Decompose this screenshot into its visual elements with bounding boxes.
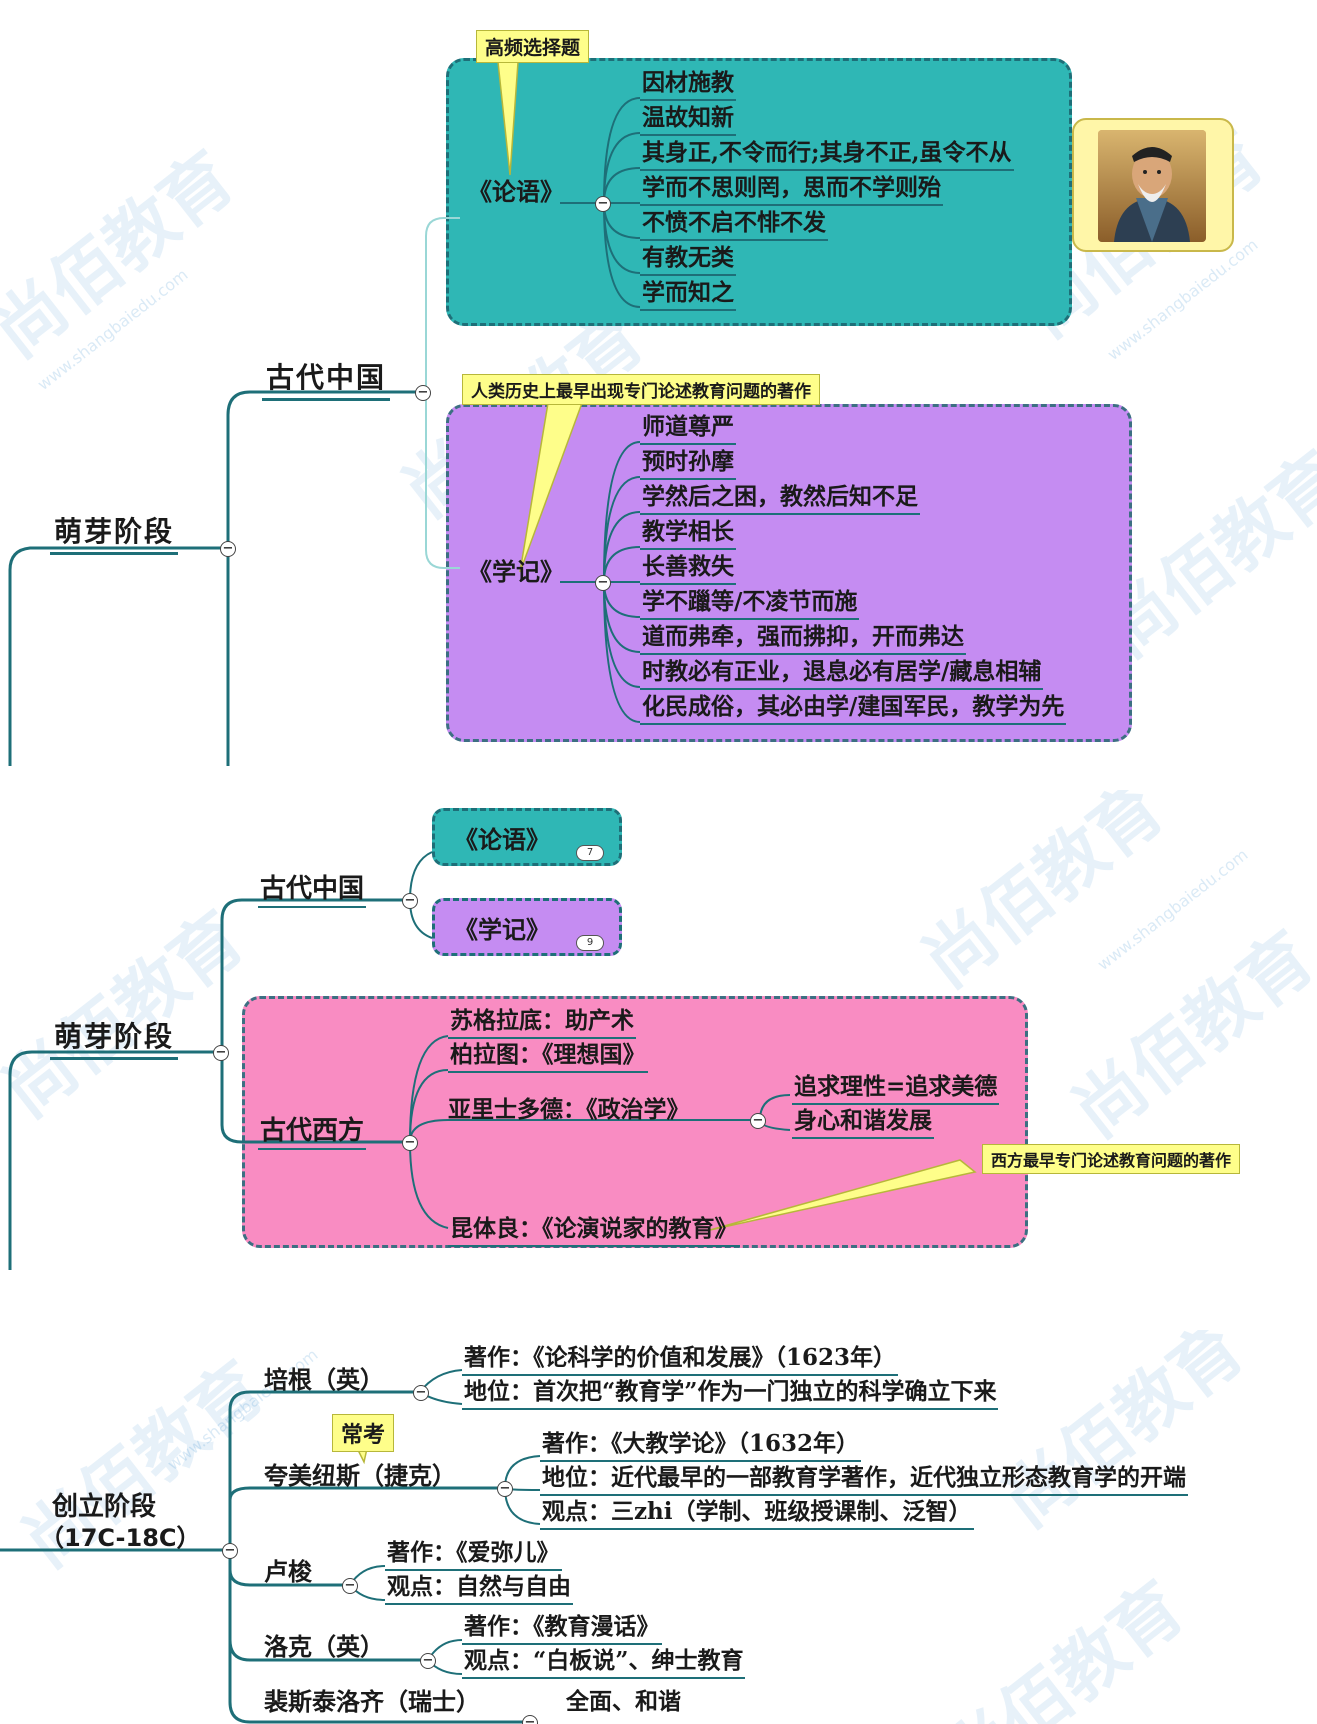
- node-rousseau: 卢梭: [264, 1557, 312, 1586]
- collapse-icon[interactable]: −: [415, 385, 431, 401]
- xueji-item: 学然后之困，教然后知不足: [640, 482, 920, 515]
- comenius-item: 观点：三zhi（学制、班级授课制、泛智）: [540, 1497, 974, 1530]
- lunyu-title: 《论语》: [468, 177, 564, 206]
- collapse-icon[interactable]: −: [222, 1543, 238, 1559]
- confucius-portrait: [1072, 118, 1234, 252]
- west-callout: 西方最早专门论述教育问题的著作: [982, 1144, 1241, 1174]
- bacon-item: 著作：《论科学的价值和发展》（1623年）: [462, 1343, 899, 1376]
- west-item-aristotle: 亚里士多德：《政治学》: [448, 1096, 690, 1123]
- comenius-item: 著作：《大教学论》（1632年）: [540, 1429, 862, 1462]
- locke-item: 观点：“白板说”、绅士教育: [462, 1646, 746, 1679]
- bacon-item: 地位：首次把“教育学”作为一门独立的科学确立下来: [462, 1377, 999, 1410]
- collapse-icon[interactable]: −: [750, 1113, 766, 1129]
- node-bacon: 培根（英）: [264, 1365, 384, 1394]
- xueji-item: 化民成俗，其必由学/建国军民，教学为先: [640, 692, 1067, 725]
- count-badge[interactable]: 9: [576, 935, 604, 951]
- aristotle-item: 身心和谐发展: [792, 1106, 934, 1139]
- branch-ancient-china: 古代中国: [262, 356, 391, 401]
- collapse-icon[interactable]: −: [595, 196, 611, 212]
- collapse-icon[interactable]: −: [595, 575, 611, 591]
- collapse-icon[interactable]: −: [220, 541, 236, 557]
- rousseau-item: 观点：自然与自由: [385, 1572, 573, 1605]
- section-2-mindmap: 尚佰教育 尚佰教育 尚佰教育 www.shangbaiedu.com 萌芽阶段 …: [0, 790, 1317, 1270]
- connector-lines: [8, 851, 977, 1270]
- lunyu-item: 其身正,不令而行;其身不正,虽令不从: [640, 138, 1014, 171]
- lunyu-collapsed-title[interactable]: 《论语》: [454, 825, 550, 854]
- xueji-collapsed-title[interactable]: 《学记》: [454, 915, 550, 944]
- collapse-icon[interactable]: −: [420, 1653, 436, 1669]
- section-1-mindmap: 尚佰教育 尚佰教育 尚佰教育 尚佰教育 www.shangbaiedu.com …: [0, 0, 1317, 766]
- xueji-item: 道而弗牵，强而拂抑，开而弗达: [640, 622, 966, 655]
- pestalozzi-item: 全面、和谐: [566, 1688, 681, 1715]
- branch-ancient-west: 古代西方: [258, 1110, 367, 1150]
- collapse-icon[interactable]: −: [522, 1715, 538, 1724]
- lunyu-box: [446, 58, 1072, 326]
- collapse-icon[interactable]: −: [342, 1578, 358, 1594]
- west-item-plato: 柏拉图：《理想国》: [448, 1040, 648, 1073]
- confucius-portrait-icon: [1098, 130, 1206, 242]
- xueji-item: 学不躐等/不凌节而施: [640, 587, 860, 620]
- west-item-quintilian: 昆体良：《论演说家的教育》: [448, 1214, 740, 1247]
- lunyu-item: 温故知新: [640, 103, 736, 136]
- lunyu-callout: 高频选择题: [476, 30, 590, 63]
- collapse-icon[interactable]: −: [402, 1135, 418, 1151]
- comenius-callout: 常考: [332, 1414, 395, 1452]
- xueji-item: 师道尊严: [640, 412, 736, 445]
- connector-lines: [0, 1369, 541, 1724]
- lunyu-item: 学而不思则罔，思而不学则殆: [640, 173, 943, 206]
- xueji-title: 《学记》: [468, 557, 564, 586]
- lunyu-item: 不愤不启不悱不发: [640, 208, 828, 241]
- node-pestalozzi: 裴斯泰洛齐（瑞士）: [264, 1687, 480, 1716]
- xueji-item: 长善救失: [640, 552, 736, 585]
- xueji-item: 教学相长: [640, 517, 736, 550]
- xueji-item: 预时孙摩: [640, 447, 736, 480]
- node-locke: 洛克（英）: [264, 1632, 384, 1661]
- root-node: 萌芽阶段: [50, 1015, 179, 1060]
- root-node-line1: 创立阶段: [52, 1492, 157, 1522]
- collapse-icon[interactable]: −: [497, 1481, 513, 1497]
- connector-lines: [8, 61, 641, 766]
- count-badge[interactable]: 7: [576, 845, 604, 861]
- locke-item: 著作：《教育漫话》: [462, 1612, 662, 1645]
- lunyu-item: 学而知之: [640, 278, 736, 311]
- xueji-callout: 人类历史上最早出现专门论述教育问题的著作: [462, 374, 820, 405]
- rousseau-item: 著作：《爱弥儿》: [385, 1538, 562, 1571]
- collapse-icon[interactable]: −: [413, 1385, 429, 1401]
- section-3-mindmap: 尚佰教育 尚佰教育 尚佰教育 www.shangbaiedu.com 创立阶段 …: [0, 1330, 1317, 1724]
- branch-ancient-china: 古代中国: [258, 868, 367, 908]
- collapse-icon[interactable]: −: [213, 1045, 229, 1061]
- aristotle-item: 追求理性=追求美德: [792, 1072, 1000, 1105]
- lunyu-item: 有教无类: [640, 243, 736, 276]
- root-node: 萌芽阶段: [50, 510, 179, 555]
- collapse-icon[interactable]: −: [402, 893, 418, 909]
- xueji-item: 时教必有正业，退息必有居学/藏息相辅: [640, 657, 1044, 690]
- comenius-item: 地位：近代最早的一部教育学著作，近代独立形态教育学的开端: [540, 1463, 1188, 1496]
- lunyu-item: 因材施教: [640, 68, 736, 101]
- root-node-line2: （17C-18C）: [40, 1524, 201, 1552]
- west-item-socrates: 苏格拉底：助产术: [448, 1006, 636, 1039]
- node-comenius: 夸美纽斯（捷克）: [264, 1461, 456, 1490]
